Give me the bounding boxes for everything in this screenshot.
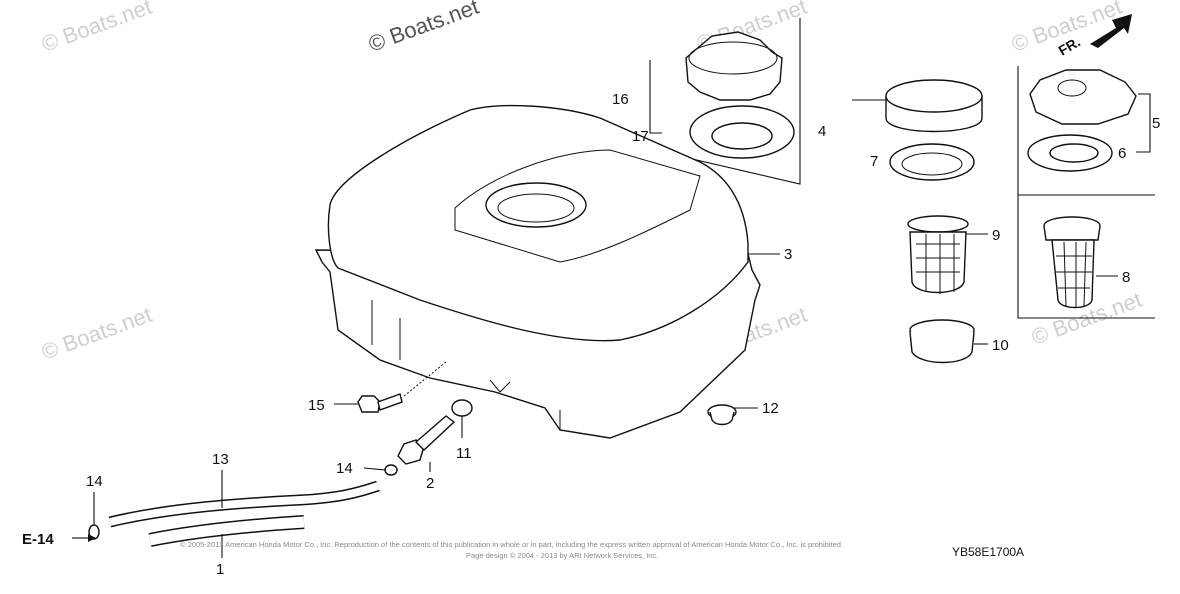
callout-6: 6 <box>1118 145 1126 162</box>
callout-3: 3 <box>784 246 792 263</box>
gasket-17 <box>689 105 795 159</box>
watermark: © Boats.net <box>38 302 155 365</box>
callout-1: 1 <box>216 561 224 578</box>
watermark: © Boats.net <box>38 0 155 57</box>
reference-arrowhead <box>88 534 96 542</box>
clip-14-upper <box>384 464 398 476</box>
callout-14-upper: 14 <box>336 460 353 477</box>
cap-12 <box>707 404 737 426</box>
callout-12: 12 <box>762 400 779 417</box>
callout-15: 15 <box>308 397 325 414</box>
leader-5-6 <box>1136 93 1151 153</box>
callout-8: 8 <box>1122 269 1130 286</box>
watermark-top: © Boats.net <box>365 0 482 57</box>
drawing-code: YB58E1700A <box>952 545 1024 559</box>
callout-17: 17 <box>632 128 649 145</box>
filler-cap-16 <box>685 31 783 101</box>
callout-2: 2 <box>426 475 434 492</box>
callout-13: 13 <box>212 451 229 468</box>
page-reference: E-14 <box>22 531 54 548</box>
filler-cap-5 <box>1029 69 1137 125</box>
callout-10: 10 <box>992 337 1009 354</box>
group-frame-right-bottom <box>1017 195 1155 319</box>
gasket-6 <box>1027 134 1113 172</box>
gasket-7 <box>889 143 975 181</box>
fuel-tube-13-inner <box>109 482 380 526</box>
washer-11 <box>451 399 473 417</box>
callout-7: 7 <box>870 153 878 170</box>
copyright-text: © 2005-2013 American Honda Motor Co., In… <box>180 540 843 549</box>
leader-14-upper <box>363 467 387 471</box>
fuel-tank <box>314 104 761 439</box>
callout-5: 5 <box>1152 115 1160 132</box>
callout-9: 9 <box>992 227 1000 244</box>
callout-14-lower: 14 <box>86 473 103 490</box>
page-design-text: Page design © 2004 - 2013 by ARI Network… <box>466 551 658 560</box>
leader-15-dashed <box>403 361 447 397</box>
strainer-9 <box>907 215 969 294</box>
strainer-8 <box>1043 216 1101 309</box>
bolt-15 <box>357 393 403 413</box>
callout-16: 16 <box>612 91 629 108</box>
filler-cap-4 <box>885 79 983 133</box>
strainer-holder-10 <box>909 319 975 364</box>
callout-11: 11 <box>456 445 472 462</box>
leader-16-17 <box>649 60 662 134</box>
callout-4: 4 <box>818 123 826 140</box>
fuel-tube-1-inner <box>148 516 305 546</box>
fuel-cock-2 <box>397 415 456 465</box>
